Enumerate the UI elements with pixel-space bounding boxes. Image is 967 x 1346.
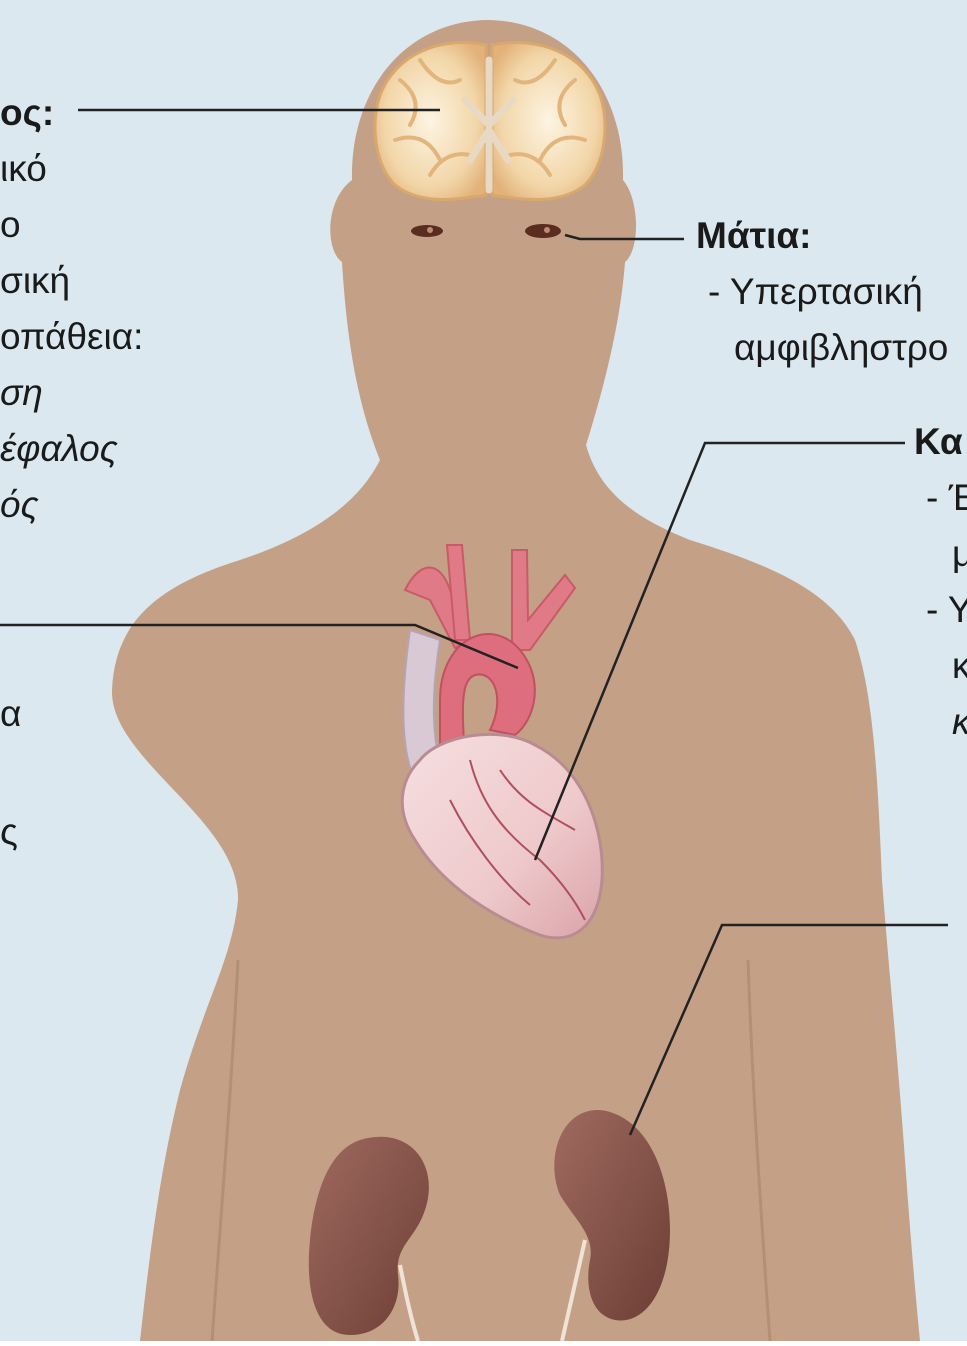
- left-eye-glint: [427, 227, 433, 233]
- brain-label-heading: ος:: [0, 85, 143, 141]
- heart-label-line-5: κ: [952, 694, 967, 750]
- arteries-label-line-2: ς: [0, 773, 21, 891]
- brain-label-line-3: σική: [0, 253, 143, 309]
- brain-label-line-1: ικό: [0, 141, 143, 197]
- brain-label-line-6: έφαλος: [0, 421, 143, 477]
- brain-label-line-5: ση: [0, 365, 143, 421]
- heart-label-line-1: - Έ: [926, 470, 967, 526]
- eyes-label-heading: Μάτια:: [696, 208, 948, 264]
- eyes-label-line-2: αμφιβληστρο: [734, 320, 948, 376]
- right-eye: [525, 224, 561, 238]
- heart-label-line-2: μ: [952, 526, 967, 582]
- brain: [375, 42, 605, 199]
- heart-label-line-4: κ: [952, 638, 967, 694]
- brain-label-line-7: ός: [0, 477, 143, 533]
- eyes-label-line-1: - Υπερτασική: [708, 264, 948, 320]
- left-eye: [411, 225, 443, 237]
- heart-label-heading: Κα: [914, 414, 967, 470]
- brain-label: ος: ικό ο σική οπάθεια: ση έφαλος ός: [0, 85, 143, 533]
- brain-label-line-2: ο: [0, 197, 143, 253]
- heart-label-line-3: - Υ: [926, 582, 967, 638]
- arteries-label: α ς: [0, 655, 21, 891]
- heart-label: Κα - Έ μ - Υ κ κ: [914, 414, 967, 750]
- arteries-label-line-1: α: [0, 655, 21, 773]
- right-eye-glint: [544, 227, 550, 233]
- eyes-label: Μάτια: - Υπερτασική αμφιβληστρο: [696, 208, 948, 376]
- brain-label-line-4: οπάθεια:: [0, 309, 143, 365]
